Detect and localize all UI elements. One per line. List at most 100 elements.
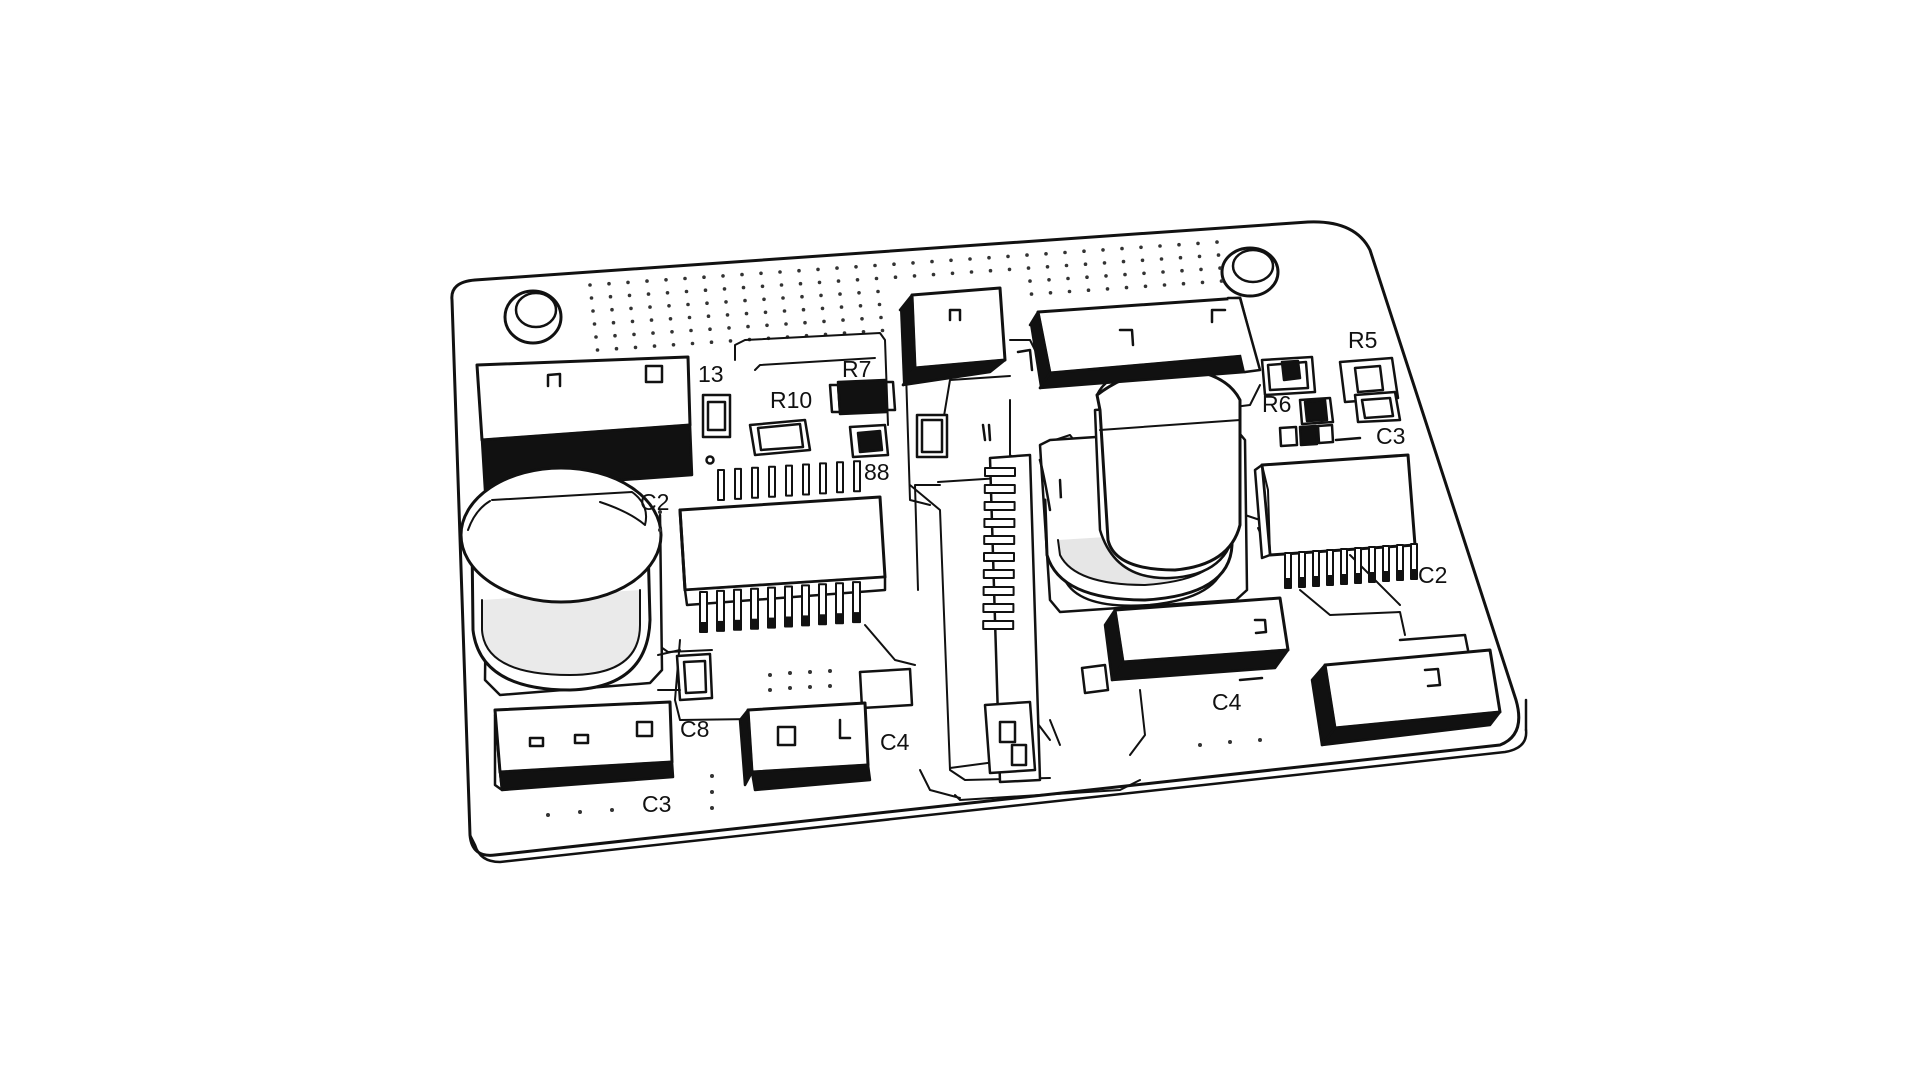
label-13: 13 [698, 361, 724, 387]
via-dot [746, 324, 750, 329]
via-dot [686, 302, 690, 307]
via-dot [931, 272, 936, 277]
via-dot [671, 343, 676, 347]
via-dot [880, 328, 885, 333]
via-dot [1063, 250, 1067, 255]
top-right-terminal-block [1016, 296, 1262, 390]
via-dot [705, 301, 709, 306]
ic-pin-foot [701, 622, 706, 632]
via-dot [1067, 289, 1072, 294]
via-dot [664, 278, 668, 282]
ic-pin [768, 465, 776, 498]
label-r7: R7 [842, 356, 871, 382]
via-dot [708, 327, 712, 332]
via-dot [1159, 257, 1164, 261]
label-r10: R10 [770, 387, 812, 413]
ic-pin-foot [837, 613, 842, 624]
via-dot [1215, 240, 1219, 244]
label-c3-right: C3 [1376, 423, 1405, 449]
via-dots-bottom [546, 510, 1262, 817]
via-dot [1162, 283, 1167, 287]
via-dot [778, 270, 782, 274]
via-dot [1143, 284, 1148, 289]
via-dot [690, 341, 695, 346]
via-dot [1082, 249, 1086, 253]
via-dot [626, 280, 630, 285]
smd-components-bottom-left [657, 649, 914, 710]
electrolytic-capacitor-right [1038, 366, 1249, 614]
via-dot [988, 268, 993, 273]
via-dot [1219, 279, 1224, 283]
via-dot [820, 306, 825, 311]
right-ic-chip [1253, 453, 1418, 589]
via-dot [1102, 261, 1107, 265]
via-dot [722, 287, 727, 291]
via-dot [591, 309, 595, 313]
bottom-center-connector [738, 701, 872, 792]
label-c3-left: C3 [642, 791, 671, 817]
via-dot [1197, 254, 1202, 259]
via-dot [1048, 291, 1053, 295]
via-dot [627, 293, 632, 298]
connector-pad [983, 518, 1016, 528]
via-dot [633, 345, 638, 350]
via-dot [607, 281, 611, 286]
via-dot [648, 305, 652, 309]
via-dot [689, 328, 693, 333]
label-c2-left: C2 [640, 489, 669, 515]
via-dot [968, 257, 972, 261]
ic-pin-foot [1328, 575, 1332, 585]
via-dot [1044, 252, 1048, 256]
via-dot [684, 289, 689, 294]
via-dot [1140, 258, 1145, 263]
via-dot [801, 307, 806, 312]
via-dot [649, 318, 654, 322]
via-dot [1199, 267, 1203, 272]
ic-pin-foot [1286, 578, 1290, 588]
via-dot [763, 310, 768, 315]
ic-pin [717, 469, 725, 501]
via-dot [839, 305, 844, 309]
left-ic-chip [678, 460, 887, 633]
via-dot [800, 294, 804, 299]
via-dot [595, 348, 600, 352]
via-dot [702, 275, 706, 280]
label-c8: C8 [680, 716, 709, 742]
via-dot-grid [588, 240, 1224, 352]
via-dot [841, 318, 845, 322]
via-dot [762, 297, 766, 302]
via-dot [725, 313, 730, 317]
via-dot [1180, 268, 1184, 273]
ic-pin-foot [786, 616, 791, 627]
silkscreen-labels: 13 R7 R10 88 C2 C8 C4 C3 R5 R6 C3 C2 C4 [640, 327, 1447, 817]
via-dot [1139, 245, 1143, 250]
ic-pin-foot [1370, 572, 1374, 582]
center-terminal-block [898, 286, 1007, 459]
via-dot [613, 333, 617, 338]
via-dot [877, 302, 882, 307]
via-dot [1178, 255, 1183, 260]
via-dot [930, 259, 934, 264]
via-dot [874, 276, 879, 281]
via-dot [1028, 279, 1032, 283]
ic-pin-foot [769, 617, 774, 628]
via-dot [892, 262, 896, 267]
via-dot [1200, 280, 1205, 285]
ic-pin-foot [820, 614, 825, 625]
via-dot [1123, 272, 1127, 277]
via-dot [721, 274, 725, 278]
via-dot [744, 311, 749, 316]
via-dot [1101, 248, 1105, 252]
via-dot [1007, 267, 1012, 272]
ic-pin [836, 461, 844, 494]
via-dot [765, 323, 769, 328]
via-dot [727, 326, 731, 330]
via-dot [683, 276, 687, 281]
via-dot [610, 307, 614, 312]
via-dot [608, 294, 613, 299]
connector-pad [983, 535, 1016, 545]
via-dot [781, 296, 785, 300]
electrolytic-capacitor-left [459, 466, 664, 697]
